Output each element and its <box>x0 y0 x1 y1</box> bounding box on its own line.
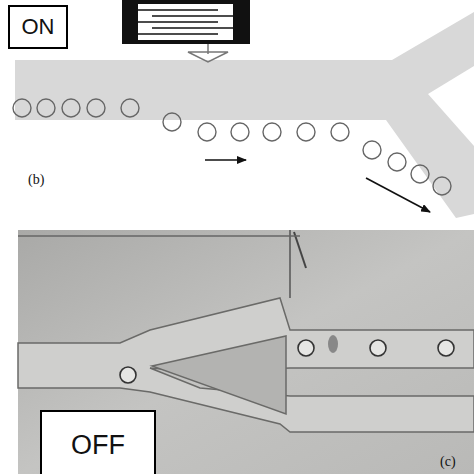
panel-label: (b) <box>28 172 44 188</box>
electrode <box>122 0 250 62</box>
state-text: OFF <box>71 430 125 461</box>
state-text: ON <box>22 14 55 40</box>
chip-edge <box>294 232 306 268</box>
state-box: OFF <box>40 410 156 474</box>
debris <box>328 335 338 353</box>
flow-arrow <box>366 178 430 212</box>
micrograph <box>18 230 474 474</box>
flow-arrow <box>205 159 246 161</box>
droplets <box>13 99 451 195</box>
chip-edge <box>18 235 300 237</box>
chip-edge <box>289 230 291 298</box>
state-box: ON <box>8 5 68 49</box>
chip-droplets <box>120 340 454 383</box>
panel-label: (c) <box>440 454 456 470</box>
